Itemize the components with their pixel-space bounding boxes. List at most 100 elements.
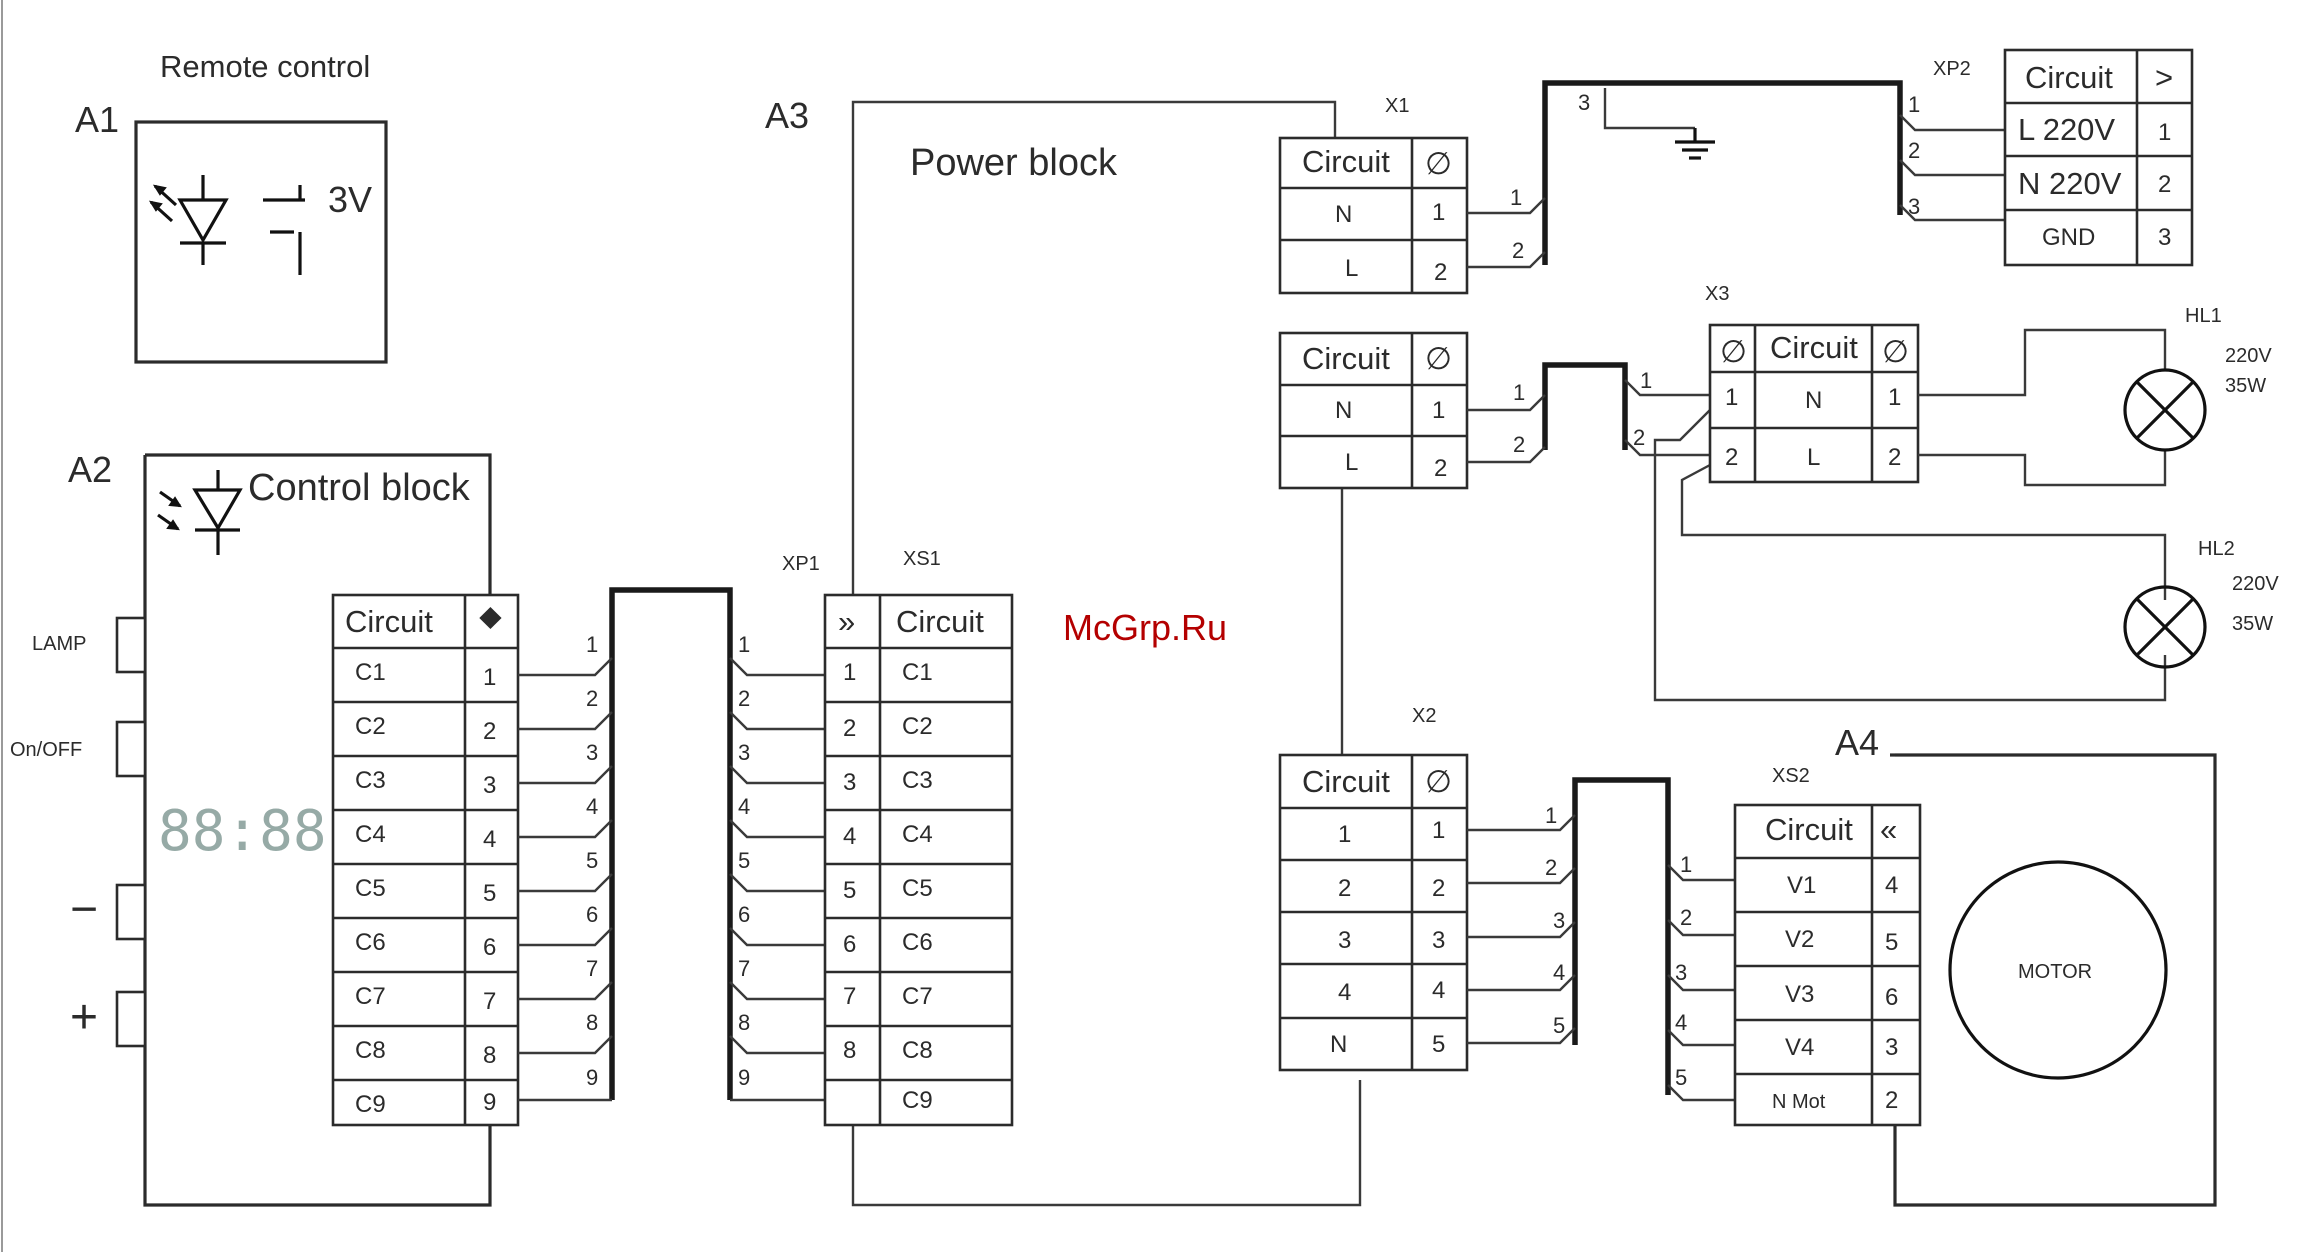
xp1-pin-1: 1 <box>843 659 856 686</box>
button-minus[interactable]: − <box>70 883 147 941</box>
lamp-cable-x3: 1 2 1 2 <box>1467 362 2167 702</box>
xs2-cell-4: 4 <box>1885 872 1898 899</box>
hl2-power: 35W <box>2232 613 2273 635</box>
xs1-c4: C4 <box>902 821 933 848</box>
lamp-cell-n: N <box>1335 397 1352 424</box>
x3-cell-left-2: 2 <box>1725 444 1738 471</box>
hl1-label: HL1 <box>2185 305 2222 327</box>
x3-cell-n: N <box>1805 387 1822 414</box>
xs1-c9: C9 <box>902 1087 933 1114</box>
wire-label-a2-6: 6 <box>586 902 598 927</box>
wire-label-x2-2: 2 <box>1545 855 1557 880</box>
xs1-c3: C3 <box>902 767 933 794</box>
xs1-c5: C5 <box>902 875 933 902</box>
wire-label-ground: 3 <box>1578 90 1590 115</box>
wire-label-xp1-1: 1 <box>738 632 750 657</box>
block-ref-a3: A3 <box>765 95 809 136</box>
cell-pin-5: 5 <box>483 880 496 907</box>
wire-label-xp2-2: 2 <box>1908 138 1920 163</box>
x1-label: X1 <box>1385 95 1409 117</box>
control-block-frame <box>143 453 492 1207</box>
button-plus-box[interactable] <box>115 990 147 1048</box>
x1-terminal-table: Circuit ∅ N 1 L 2 <box>1278 136 1469 295</box>
cell-pin-6: 6 <box>483 934 496 961</box>
wire-label-x2-3: 3 <box>1553 908 1565 933</box>
block-title-control-block: Control block <box>248 467 471 509</box>
ribbon-cable-a2-xp1: 1 2 3 4 5 6 7 8 9 1 2 3 4 5 6 7 8 9 <box>518 587 825 1102</box>
xp2-cell-gnd: GND <box>2042 224 2095 251</box>
x2-cell-terminal-4: 4 <box>1432 977 1445 1004</box>
button-on-off-box[interactable] <box>115 720 147 778</box>
xs2-cell-n-mot: N Mot <box>1772 1091 1826 1113</box>
cell-pin-3: 3 <box>483 772 496 799</box>
lamp-hl1: HL1 220V 35W <box>1918 305 2272 487</box>
hl1-power: 35W <box>2225 375 2266 397</box>
lamp-header-terminal: ∅ <box>1425 341 1452 376</box>
button-lamp-box[interactable] <box>115 616 147 674</box>
lamp-cell-l: L <box>1345 449 1358 476</box>
led-display: 88:88 <box>158 799 327 864</box>
x2-cell-circuit-n: N <box>1330 1031 1347 1058</box>
block-ref-a1: A1 <box>75 99 119 140</box>
block-title-power-block: Power block <box>910 142 1118 184</box>
remote-control-frame <box>134 120 388 364</box>
xp1-pin-6: 6 <box>843 931 856 958</box>
x3-cell-right-2: 2 <box>1888 444 1901 471</box>
xp1-pin-4: 4 <box>843 823 856 850</box>
xs1-header-circuit: Circuit <box>896 604 984 639</box>
xp2-cell-l220v: L 220V <box>2018 112 2115 147</box>
xs1-c6: C6 <box>902 929 933 956</box>
x1-cell-l: L <box>1345 255 1358 282</box>
xp1-pin-7: 7 <box>843 983 856 1010</box>
xp1-label: XP1 <box>782 553 820 575</box>
x1-cell-1: 1 <box>1432 199 1445 226</box>
button-on-off[interactable]: On/OFF <box>10 720 147 778</box>
wire-label-a2-5: 5 <box>586 848 598 873</box>
xs2-header-socket: « <box>1880 812 1897 847</box>
xs1-c8: C8 <box>902 1037 933 1064</box>
xp2-cell-2: 2 <box>2158 171 2171 198</box>
x1-cell-n: N <box>1335 201 1352 228</box>
xs2-cell-2: 2 <box>1885 1087 1898 1114</box>
lamp-hl1-icon <box>2123 368 2207 452</box>
button-plus[interactable]: + <box>70 990 147 1048</box>
wire-label-a2-7: 7 <box>586 956 598 981</box>
wire-label-xp1-8: 8 <box>738 1010 750 1035</box>
wire-label-lamp-2: 2 <box>1513 432 1525 457</box>
x2-terminal-table: Circuit ∅ 1 1 2 2 3 3 4 4 N 5 <box>1278 753 1469 1072</box>
x3-terminal-table: ∅ Circuit ∅ 1 N 1 2 L 2 <box>1708 323 1920 484</box>
cell-c9: C9 <box>355 1091 386 1118</box>
wire-label-xp1-9: 9 <box>738 1065 750 1090</box>
xp2-cell-n220v: N 220V <box>2018 166 2122 201</box>
x3-header-circuit: Circuit <box>1770 330 1858 365</box>
x2-cell-terminal-3: 3 <box>1432 927 1445 954</box>
wire-label-xs2-1: 1 <box>1680 852 1692 877</box>
xs2-label: XS2 <box>1772 765 1810 787</box>
button-lamp-label: LAMP <box>32 633 86 655</box>
battery-icon <box>263 185 305 275</box>
x1-header-terminal: ∅ <box>1425 146 1452 181</box>
xp1-pin-2: 2 <box>843 715 856 742</box>
x2-cell-circuit-3: 3 <box>1338 927 1351 954</box>
power-block-frame-top <box>851 100 1337 598</box>
lamp-cell-2: 2 <box>1434 455 1447 482</box>
x3-cell-right-1: 1 <box>1888 384 1901 411</box>
power-block-frame-bottom <box>851 1080 1362 1207</box>
mains-cable-x1-xp2: 1 2 3 1 2 3 <box>1467 80 2005 269</box>
wire-label-xp2-1: 1 <box>1908 92 1920 117</box>
xp2-cell-1: 1 <box>2158 119 2171 146</box>
motor-block-frame <box>1893 753 2217 1207</box>
watermark-text: McGrp.Ru <box>1063 607 1227 648</box>
x2-cell-circuit-1: 1 <box>1338 821 1351 848</box>
wire-label-x3-1: 1 <box>1640 368 1652 393</box>
lamp-terminal-table: Circuit ∅ N 1 L 2 <box>1278 331 1469 490</box>
button-lamp[interactable]: LAMP <box>32 616 147 674</box>
wire-label-xp1-2: 2 <box>738 686 750 711</box>
cell-c6: C6 <box>355 929 386 956</box>
x2-cell-terminal-1: 1 <box>1432 817 1445 844</box>
wire-label-x2-5: 5 <box>1553 1013 1565 1038</box>
lamp-hl2-icon <box>2123 585 2207 669</box>
button-minus-box[interactable] <box>115 883 147 941</box>
cell-c1: C1 <box>355 659 386 686</box>
